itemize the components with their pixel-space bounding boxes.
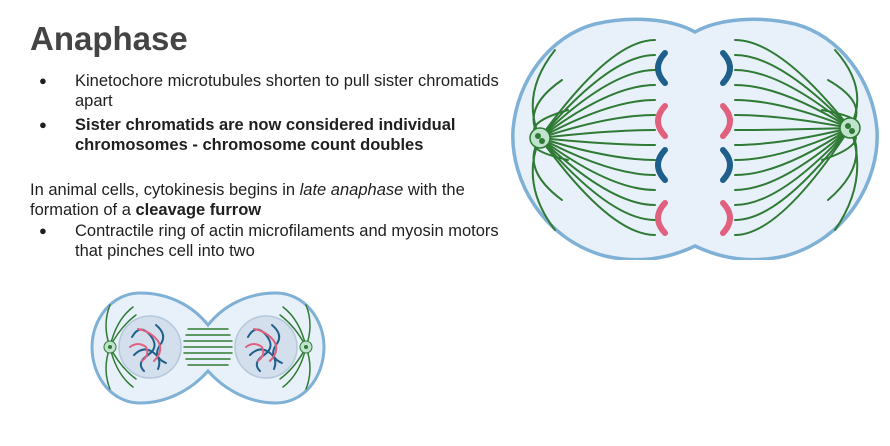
cytokinesis-paragraph: In animal cells, cytokinesis begins in l… bbox=[30, 180, 510, 220]
left-microtubule bbox=[539, 39, 656, 139]
chromatid-pink-left-2 bbox=[655, 200, 668, 236]
left-microtubule bbox=[539, 137, 656, 161]
anaphase-bullet-list: Kinetochore microtubules shorten to pull… bbox=[30, 71, 500, 159]
right-centrosome bbox=[839, 117, 861, 139]
separating-chromatids bbox=[655, 50, 733, 236]
right-chromatin bbox=[245, 324, 283, 372]
chromatid-pink-right-1 bbox=[720, 103, 733, 139]
right-microtubule bbox=[734, 127, 851, 221]
bullet-chromosome-count: Sister chromatids are now considered ind… bbox=[30, 115, 500, 155]
right-microtubule bbox=[734, 127, 851, 176]
right-microtubule bbox=[734, 114, 851, 129]
chromatid-blue-left-1 bbox=[655, 50, 668, 86]
left-microtubule bbox=[539, 114, 656, 139]
left-microtubule bbox=[539, 129, 656, 139]
left-daughter-nucleus bbox=[118, 315, 182, 379]
left-microtubule bbox=[539, 99, 656, 139]
left-microtubule bbox=[539, 84, 656, 139]
bullet-kinetochore: Kinetochore microtubules shorten to pull… bbox=[30, 71, 500, 111]
left-chromatin bbox=[129, 324, 167, 372]
left-microtubule bbox=[539, 69, 656, 139]
right-microtubule bbox=[734, 127, 851, 191]
right-microtubule bbox=[734, 127, 851, 146]
chromatid-blue-left-2 bbox=[655, 147, 668, 183]
midbody-microtubules bbox=[183, 328, 233, 366]
left-microtubule bbox=[539, 137, 656, 206]
right-daughter-nucleus bbox=[234, 315, 298, 379]
right-astral-microtubule bbox=[834, 127, 859, 231]
left-microtubule bbox=[539, 137, 656, 176]
right-microtubule bbox=[734, 127, 851, 131]
spindle-microtubules bbox=[531, 39, 859, 236]
left-microtubule bbox=[539, 137, 656, 146]
left-microtubule bbox=[539, 54, 656, 139]
bullet-contractile-ring: Contractile ring of actin microfilaments… bbox=[30, 221, 500, 261]
right-microtubule bbox=[734, 127, 851, 236]
para-italic: late anaphase bbox=[299, 181, 404, 199]
para-text-2: with the formation of a bbox=[30, 181, 465, 219]
right-daughter-centrosome bbox=[299, 340, 313, 354]
left-microtubule bbox=[539, 137, 656, 221]
left-centrosome bbox=[529, 127, 551, 149]
right-microtubule bbox=[734, 39, 851, 129]
slide-title: Anaphase bbox=[30, 20, 188, 57]
anaphase-cell-illustration bbox=[511, 17, 879, 260]
right-microtubule bbox=[734, 84, 851, 129]
chromatid-pink-left-1 bbox=[655, 103, 668, 139]
para-bold: cleavage furrow bbox=[135, 201, 262, 219]
cytokinesis-bullet-list: Contractile ring of actin microfilaments… bbox=[30, 221, 500, 261]
right-microtubule bbox=[734, 69, 851, 129]
left-microtubule bbox=[539, 137, 656, 191]
right-microtubule bbox=[734, 99, 851, 129]
para-text-1: In animal cells, cytokinesis begins in bbox=[30, 181, 300, 199]
chromatid-blue-right-1 bbox=[720, 50, 733, 86]
left-daughter-centrosome bbox=[103, 340, 117, 354]
cytokinesis-illustration bbox=[90, 291, 326, 405]
chromatid-pink-right-2 bbox=[720, 200, 733, 236]
right-microtubule bbox=[734, 127, 851, 206]
right-microtubule bbox=[734, 127, 851, 161]
left-microtubule bbox=[539, 137, 656, 236]
chromatid-blue-right-2 bbox=[720, 147, 733, 183]
